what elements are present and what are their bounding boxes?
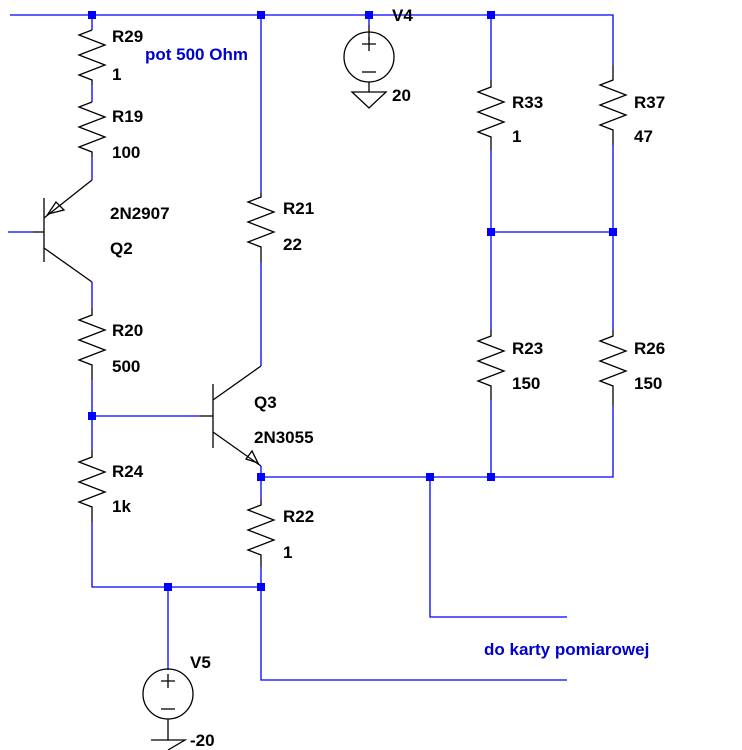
resistor-icon: [77, 308, 107, 380]
label-r23-value: 150: [512, 374, 540, 393]
junctions: [88, 11, 617, 591]
label-q2-model: 2N2907: [110, 204, 170, 223]
label-r24-value: 1k: [112, 497, 131, 516]
resistor-icon: [77, 450, 107, 522]
label-r20-value: 500: [112, 357, 140, 376]
ground-icon: [350, 91, 388, 109]
label-r29-ref: R29: [112, 27, 143, 46]
label-r29-value: 1: [112, 65, 121, 84]
npn-transistor-icon: [200, 365, 262, 467]
voltage-source-icon: [343, 25, 395, 92]
resistors: [77, 29, 628, 567]
resistor-icon: [476, 80, 506, 150]
annotation-pot: pot 500 Ohm: [145, 45, 248, 64]
label-v5-value: -20: [190, 731, 215, 750]
label-r19-ref: R19: [112, 107, 143, 126]
wire-top-rail: [10, 14, 614, 65]
label-q3-ref: Q3: [254, 393, 277, 412]
wire-r22-bottom: [260, 567, 567, 681]
label-r22-ref: R22: [283, 507, 314, 526]
labels: R29 1 pot 500 Ohm R19 100 2N2907 Q2 R20 …: [110, 6, 665, 750]
label-r21-ref: R21: [283, 199, 314, 218]
label-r19-value: 100: [112, 143, 140, 162]
label-r21-value: 22: [283, 235, 302, 254]
label-v4-value: 20: [392, 86, 411, 105]
label-r37-value: 47: [634, 127, 653, 146]
wire-emitter-rail: [261, 405, 614, 478]
label-r26-ref: R26: [634, 339, 665, 358]
pnp-transistor-icon: [33, 179, 93, 283]
wire-r24-bottom: [91, 522, 261, 588]
label-q2-ref: Q2: [110, 239, 133, 258]
resistor-icon: [77, 101, 107, 157]
label-r24-ref: R24: [112, 462, 144, 481]
label-r33-ref: R33: [512, 93, 543, 112]
label-v5-ref: V5: [190, 653, 211, 672]
ground-icon: [151, 739, 188, 750]
wire-output-tap: [429, 477, 567, 618]
label-r26-value: 150: [634, 374, 662, 393]
wires: [8, 14, 614, 681]
label-v4-ref: V4: [392, 6, 413, 25]
resistor-icon: [476, 330, 506, 400]
resistor-icon: [246, 500, 276, 567]
resistor-icon: [598, 65, 628, 145]
label-r20-ref: R20: [112, 321, 143, 340]
label-r22-value: 1: [283, 543, 292, 562]
resistor-icon: [77, 29, 107, 85]
label-r37-ref: R37: [634, 93, 665, 112]
annotation-output: do karty pomiarowej: [484, 640, 649, 659]
resistor-icon: [598, 330, 628, 405]
voltage-source-icon: [142, 668, 194, 740]
resistor-icon: [246, 193, 276, 262]
label-r33-value: 1: [512, 127, 521, 146]
label-q3-model: 2N3055: [254, 428, 314, 447]
label-r23-ref: R23: [512, 339, 543, 358]
